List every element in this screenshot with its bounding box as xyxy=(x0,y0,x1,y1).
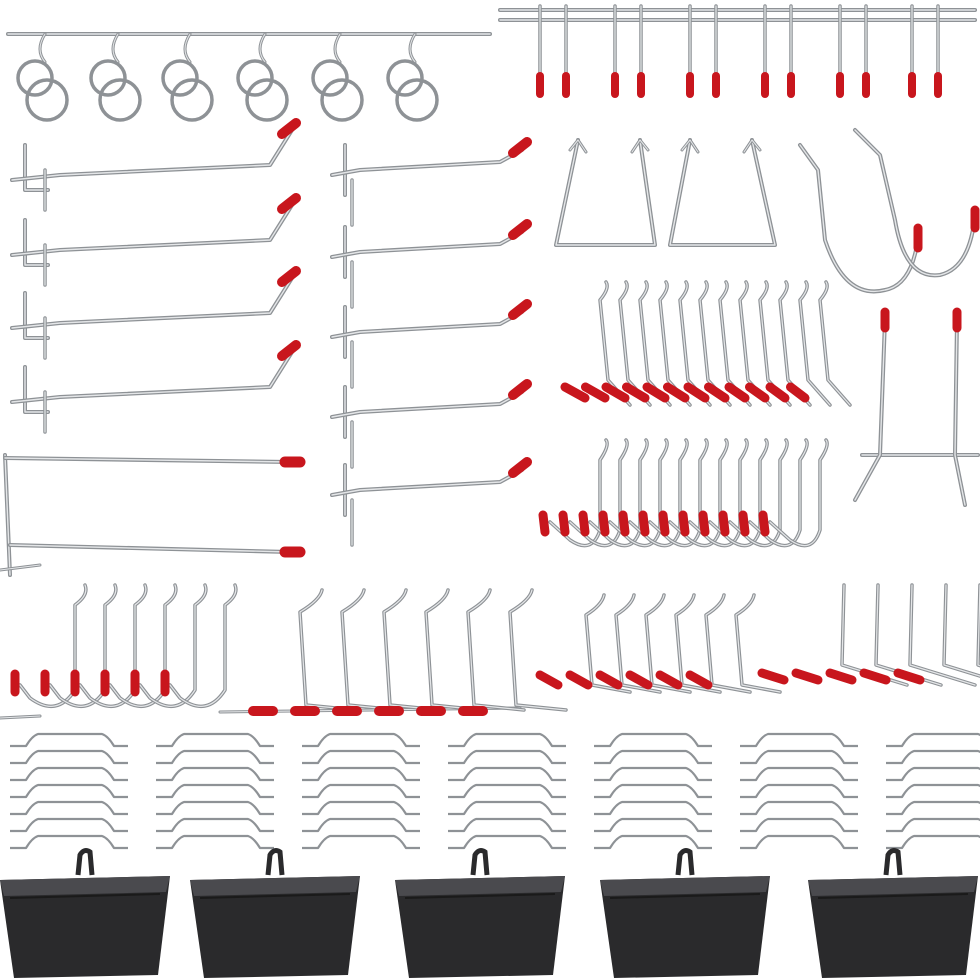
l-hooks-short xyxy=(535,593,782,694)
long-straight-hooks xyxy=(0,118,306,577)
l-hooks-long xyxy=(218,588,568,716)
curved-l-hooks xyxy=(757,583,980,687)
angled-straight-hooks xyxy=(330,137,532,547)
wire-lock-clips xyxy=(10,732,980,850)
ring-hook-rack xyxy=(6,32,492,122)
j-hooks-medium xyxy=(0,583,238,720)
vertical-pin-holders xyxy=(853,307,980,507)
large-j-hooks xyxy=(798,128,980,294)
plastic-storage-bins xyxy=(0,848,978,978)
trapezoid-tool-holders xyxy=(554,138,777,247)
angled-l-hooks-small xyxy=(560,280,852,407)
u-hook-rack xyxy=(498,4,977,98)
j-hooks-small xyxy=(538,438,829,548)
